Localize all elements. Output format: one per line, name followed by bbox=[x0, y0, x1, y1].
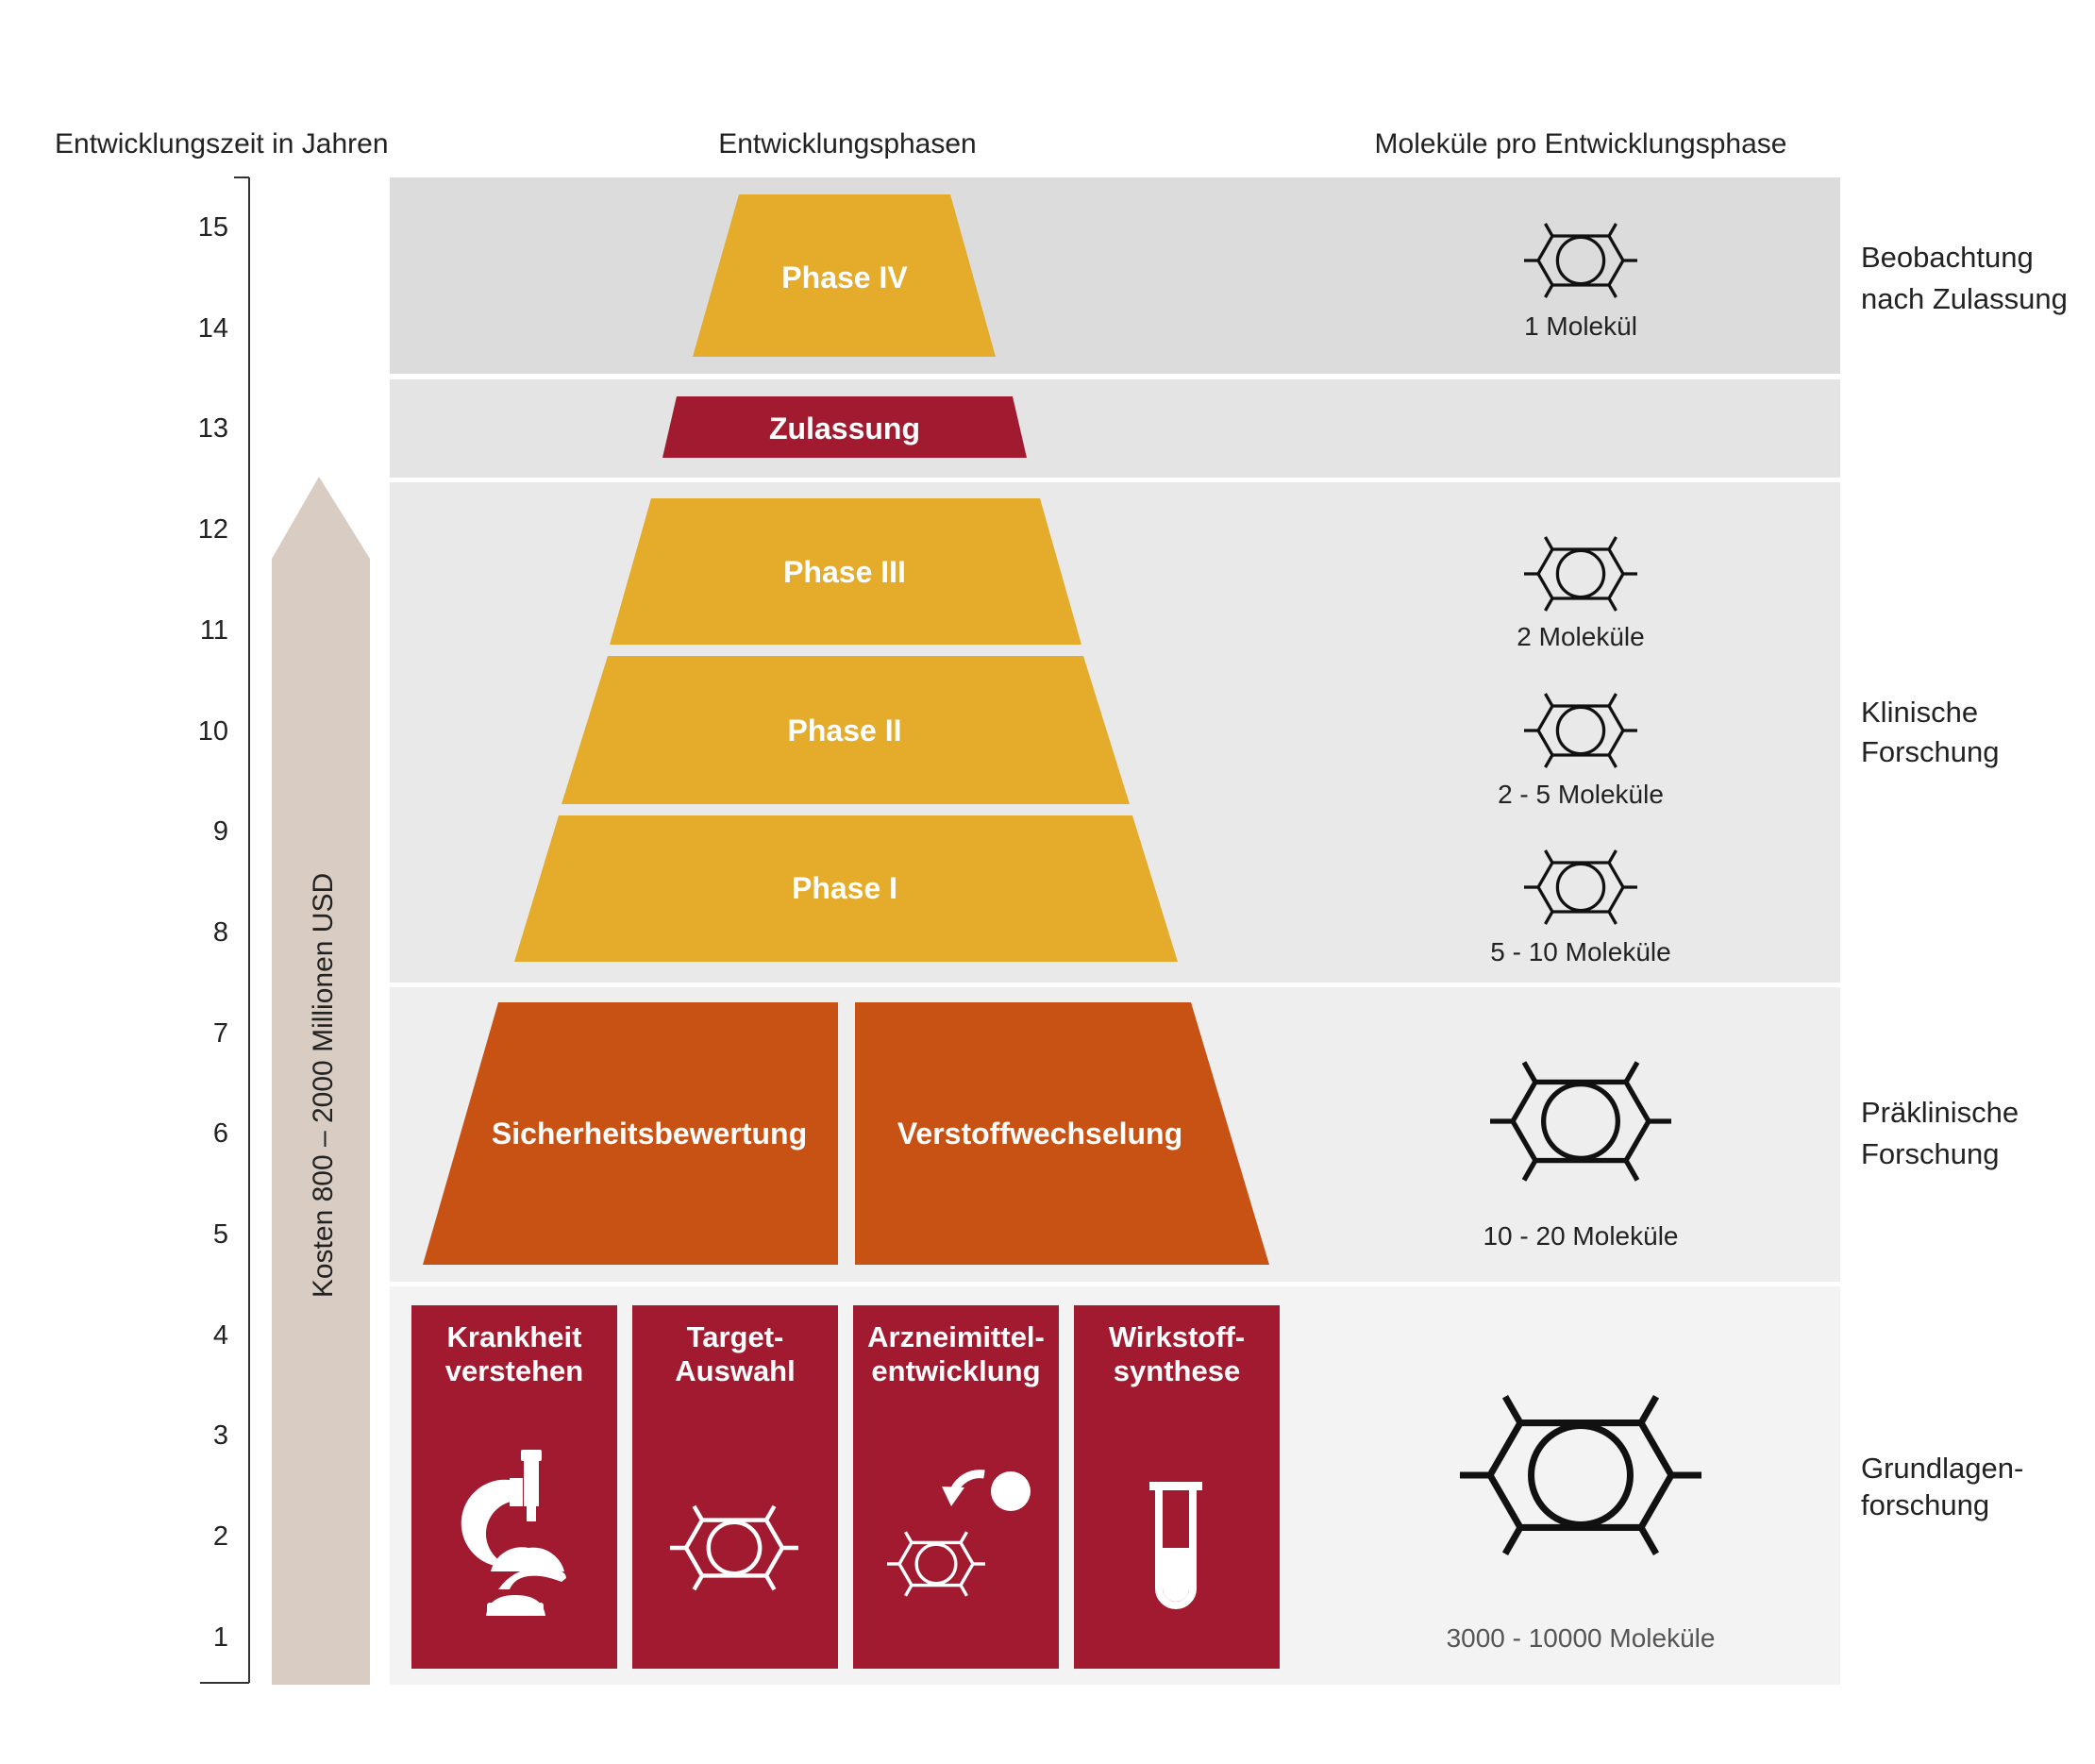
header-molecules: Moleküle pro Entwicklungsphase bbox=[1375, 128, 1787, 160]
band-approval bbox=[390, 379, 1840, 478]
stage-basic-line2: forschung bbox=[1861, 1488, 1989, 1521]
stage-preclinical-line1: Präklinische bbox=[1861, 1096, 2019, 1129]
year-tick-label: 5 bbox=[213, 1219, 228, 1250]
metabolism-label: Verstoffwechselung bbox=[897, 1117, 1182, 1151]
approval-block bbox=[662, 396, 1027, 458]
microscope-icon bbox=[461, 1450, 566, 1616]
stage-clinical-line1: Klinische bbox=[1861, 696, 1978, 729]
research-box-drug-dev-line1: Arzneimittel- bbox=[867, 1320, 1045, 1353]
year-tick-label: 3 bbox=[213, 1420, 228, 1451]
cost-arrow bbox=[272, 477, 370, 1685]
research-box-drug-dev-line2: entwicklung bbox=[871, 1354, 1040, 1387]
year-tick-label: 6 bbox=[213, 1118, 228, 1149]
molecule-count-5: 10 - 20 Moleküle bbox=[1483, 1221, 1678, 1251]
research-box-synthesis-line2: synthese bbox=[1114, 1354, 1240, 1387]
molecule-count-2: 2 Moleküle bbox=[1517, 622, 1644, 651]
phase3-block bbox=[610, 498, 1081, 645]
stage-basic-line1: Grundlagen- bbox=[1861, 1452, 2023, 1485]
header-time: Entwicklungszeit in Jahren bbox=[55, 128, 389, 160]
band-observation bbox=[390, 177, 1840, 374]
molecule-count-4: 5 - 10 Moleküle bbox=[1490, 937, 1670, 966]
research-box-synthesis-line1: Wirkstoff- bbox=[1109, 1320, 1245, 1353]
test-tube-icon bbox=[1149, 1482, 1202, 1609]
year-tick-label: 11 bbox=[200, 615, 228, 646]
year-tick-label: 14 bbox=[198, 313, 228, 344]
year-tick-label: 10 bbox=[198, 716, 228, 747]
phase3-label: Phase III bbox=[783, 555, 906, 589]
year-tick-label: 9 bbox=[213, 816, 228, 847]
year-tick-label: 4 bbox=[213, 1320, 228, 1351]
year-tick-label: 2 bbox=[213, 1521, 228, 1552]
metabolism-block bbox=[855, 1002, 1269, 1265]
safety-label: Sicherheitsbewertung bbox=[492, 1117, 807, 1151]
research-box-target bbox=[632, 1305, 838, 1669]
year-tick-label: 1 bbox=[213, 1622, 228, 1653]
header-phases: Entwicklungsphasen bbox=[718, 128, 977, 160]
molecule-count-3: 2 - 5 Moleküle bbox=[1498, 780, 1664, 809]
year-tick-labels: 15 14 13 12 11 10 9 8 7 6 5 4 3 2 1 bbox=[198, 212, 228, 1653]
year-tick-label: 15 bbox=[198, 212, 228, 243]
phase2-label: Phase II bbox=[788, 714, 902, 748]
year-tick-label: 8 bbox=[213, 917, 228, 948]
research-box-target-line1: Target- bbox=[687, 1320, 784, 1353]
phase1-block bbox=[514, 815, 1178, 962]
phase4-label: Phase IV bbox=[781, 260, 908, 294]
year-tick-label: 12 bbox=[198, 514, 228, 545]
year-tick-label: 7 bbox=[213, 1018, 228, 1049]
phase4-block bbox=[693, 194, 996, 357]
cost-label: Kosten 800 – 2000 Millionen USD bbox=[308, 873, 339, 1298]
stage-clinical-line2: Forschung bbox=[1861, 735, 1999, 768]
approval-label: Zulassung bbox=[769, 412, 920, 445]
molecule-drug-icon bbox=[885, 1470, 1031, 1598]
stage-observation-line2: nach Zulassung bbox=[1861, 282, 2068, 315]
phase2-block bbox=[561, 656, 1130, 804]
stage-observation-line1: Beobachtung bbox=[1861, 241, 2034, 274]
safety-block bbox=[423, 1002, 838, 1265]
research-box-disease-line1: Krankheit bbox=[447, 1320, 582, 1353]
research-box-target-line2: Auswahl bbox=[675, 1354, 795, 1387]
phase1-label: Phase I bbox=[792, 871, 897, 905]
molecule-count-6: 3000 - 10000 Moleküle bbox=[1447, 1623, 1716, 1653]
research-box-disease-line2: verstehen bbox=[445, 1354, 583, 1387]
year-tick-label: 13 bbox=[198, 413, 228, 444]
molecule-count-1: 1 Molekül bbox=[1524, 311, 1637, 341]
stage-preclinical-line2: Forschung bbox=[1861, 1137, 1999, 1170]
